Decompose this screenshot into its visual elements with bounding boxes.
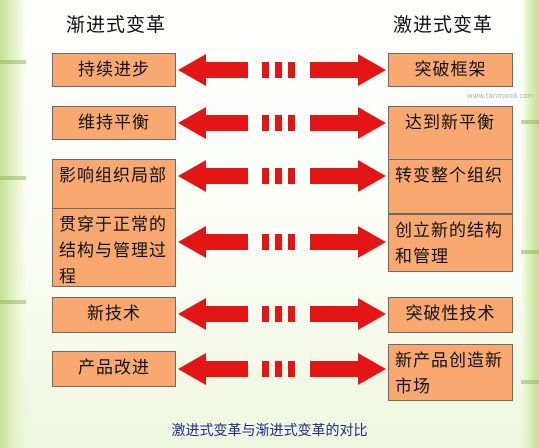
double-arrow-row-1 [178,53,386,87]
bamboo-right-decoration [521,0,539,448]
left-box-throughout-structure: 贯穿于正常的结构与管理过程 [52,208,176,287]
comparison-caption: 激进式变革与渐进式变革的对比 [171,423,368,439]
left-box-product-improvement: 产品改进 [52,351,176,387]
left-box-continuous-progress: 持续进步 [52,53,176,87]
left-box-affect-part: 影响组织局部 [52,159,176,215]
watermark-text: www.tanmood.com [467,92,535,100]
double-arrow-row-4 [178,225,386,259]
right-box-new-structure: 创立新的结构和管理 [388,214,513,272]
left-box-new-technology: 新技术 [52,297,176,333]
double-arrow-row-2 [178,106,386,140]
double-arrow-row-3 [178,159,386,193]
double-arrow-row-6 [178,352,386,386]
right-box-new-product-market: 新产品创造新市场 [388,344,513,401]
header-gradual-change: 渐进式变革 [66,14,167,36]
right-box-break-framework: 突破框架 [388,53,513,87]
right-box-transform-organization: 转变整个组织 [388,159,513,214]
bamboo-left-decoration [0,0,26,448]
header-radical-change: 激进式变革 [393,14,494,36]
right-box-breakthrough-technology: 突破性技术 [388,297,513,333]
double-arrow-row-5 [178,297,386,331]
left-box-maintain-balance: 维持平衡 [52,106,176,140]
right-box-new-balance: 达到新平衡 [388,106,513,162]
